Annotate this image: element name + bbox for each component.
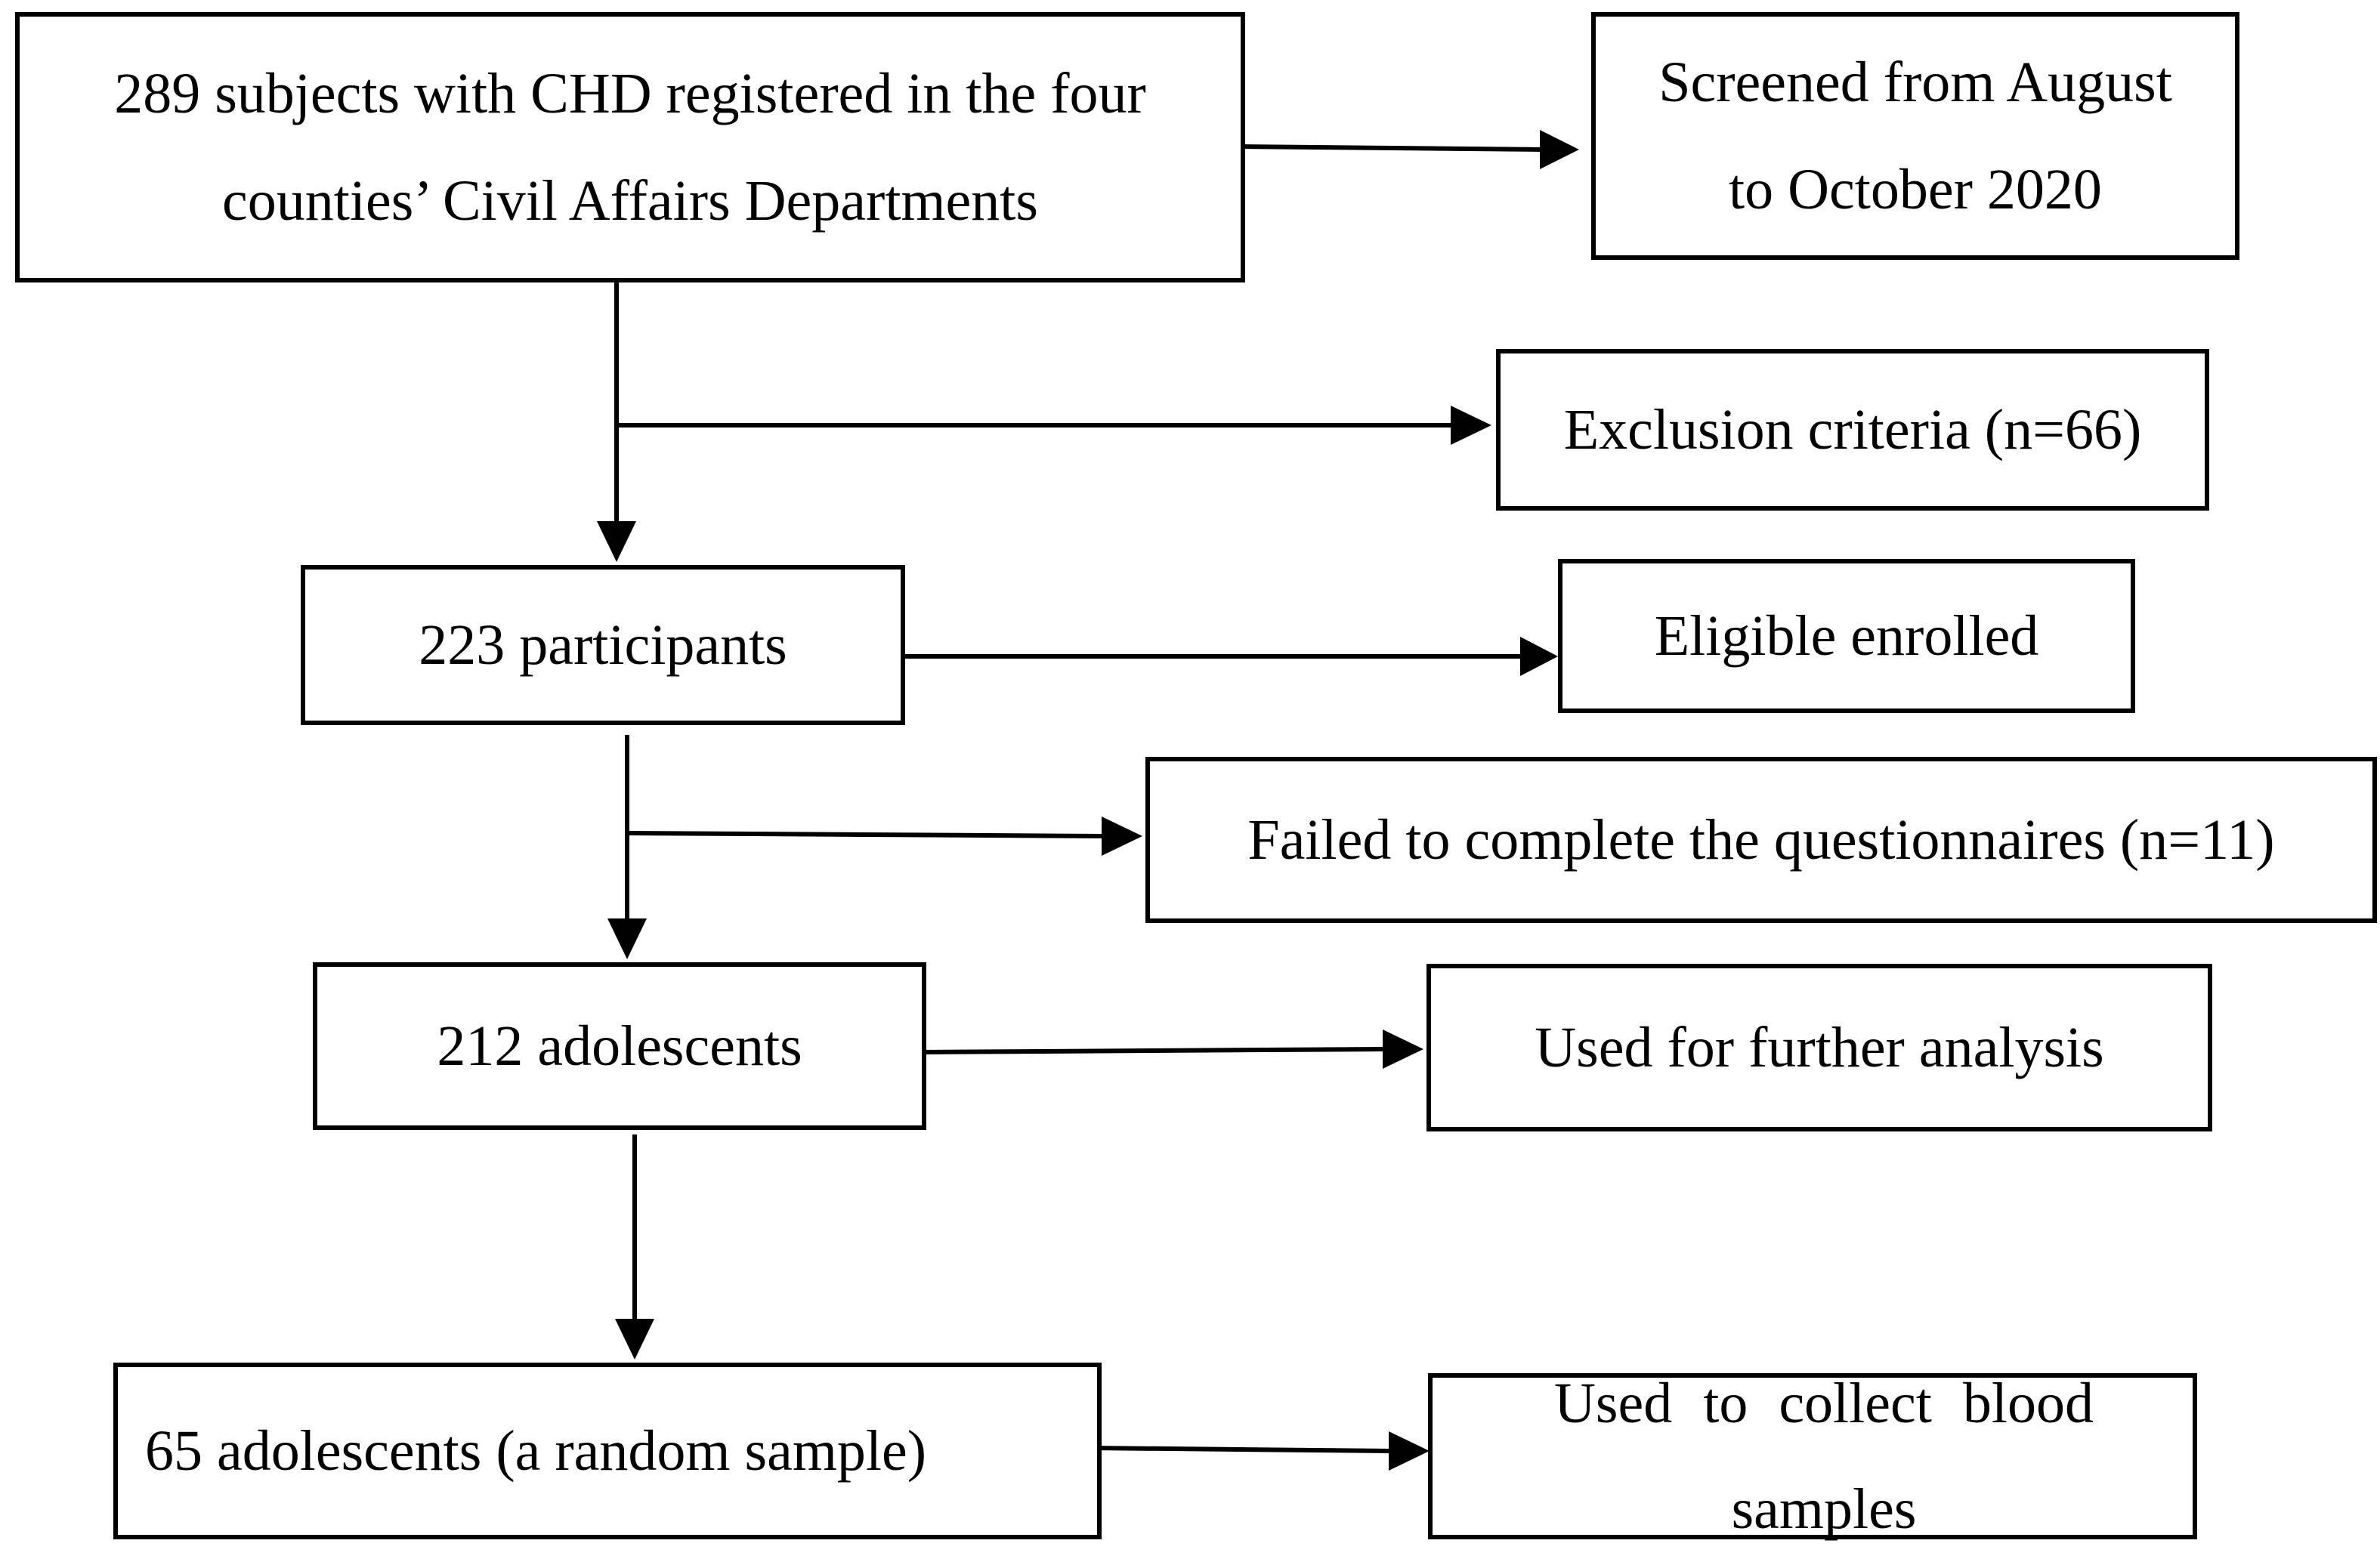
arrowhead-analysis bbox=[1383, 1030, 1423, 1069]
arrowhead-failed bbox=[1102, 816, 1142, 856]
arrowhead-eligible bbox=[1520, 637, 1558, 676]
box-registered-subjects: 289 subjects with CHD registered in the … bbox=[15, 12, 1245, 282]
box-eligible-enrolled: Eligible enrolled bbox=[1558, 559, 2135, 713]
box-participants: 223 participants bbox=[301, 565, 905, 725]
arrow-to-failed bbox=[626, 831, 1104, 838]
box-further-analysis: Used for further analysis bbox=[1426, 964, 2212, 1131]
box-failed-questionnaires: Failed to complete the questionnaires (n… bbox=[1145, 757, 2377, 923]
arrowhead-blood bbox=[1389, 1431, 1430, 1471]
arrowhead-adolescents bbox=[607, 918, 647, 959]
box-screened-period: Screened from August to October 2020 bbox=[1591, 12, 2239, 260]
arrowhead-exclusion bbox=[1451, 406, 1491, 445]
box-exclusion-criteria: Exclusion criteria (n=66) bbox=[1496, 349, 2209, 511]
arrow-to-screened bbox=[1241, 144, 1542, 152]
arrow-to-analysis bbox=[921, 1047, 1385, 1054]
arrowhead-random-sample bbox=[615, 1319, 654, 1360]
box-blood-samples: Used to collect blood samples bbox=[1428, 1372, 2197, 1541]
arrow-to-blood bbox=[1090, 1446, 1391, 1453]
arrowhead-participants bbox=[597, 521, 636, 562]
arrowhead-screened bbox=[1540, 130, 1579, 169]
box-adolescents: 212 adolescents bbox=[313, 962, 926, 1130]
box-random-sample: 65 adolescents (a random sample) bbox=[113, 1363, 1102, 1539]
